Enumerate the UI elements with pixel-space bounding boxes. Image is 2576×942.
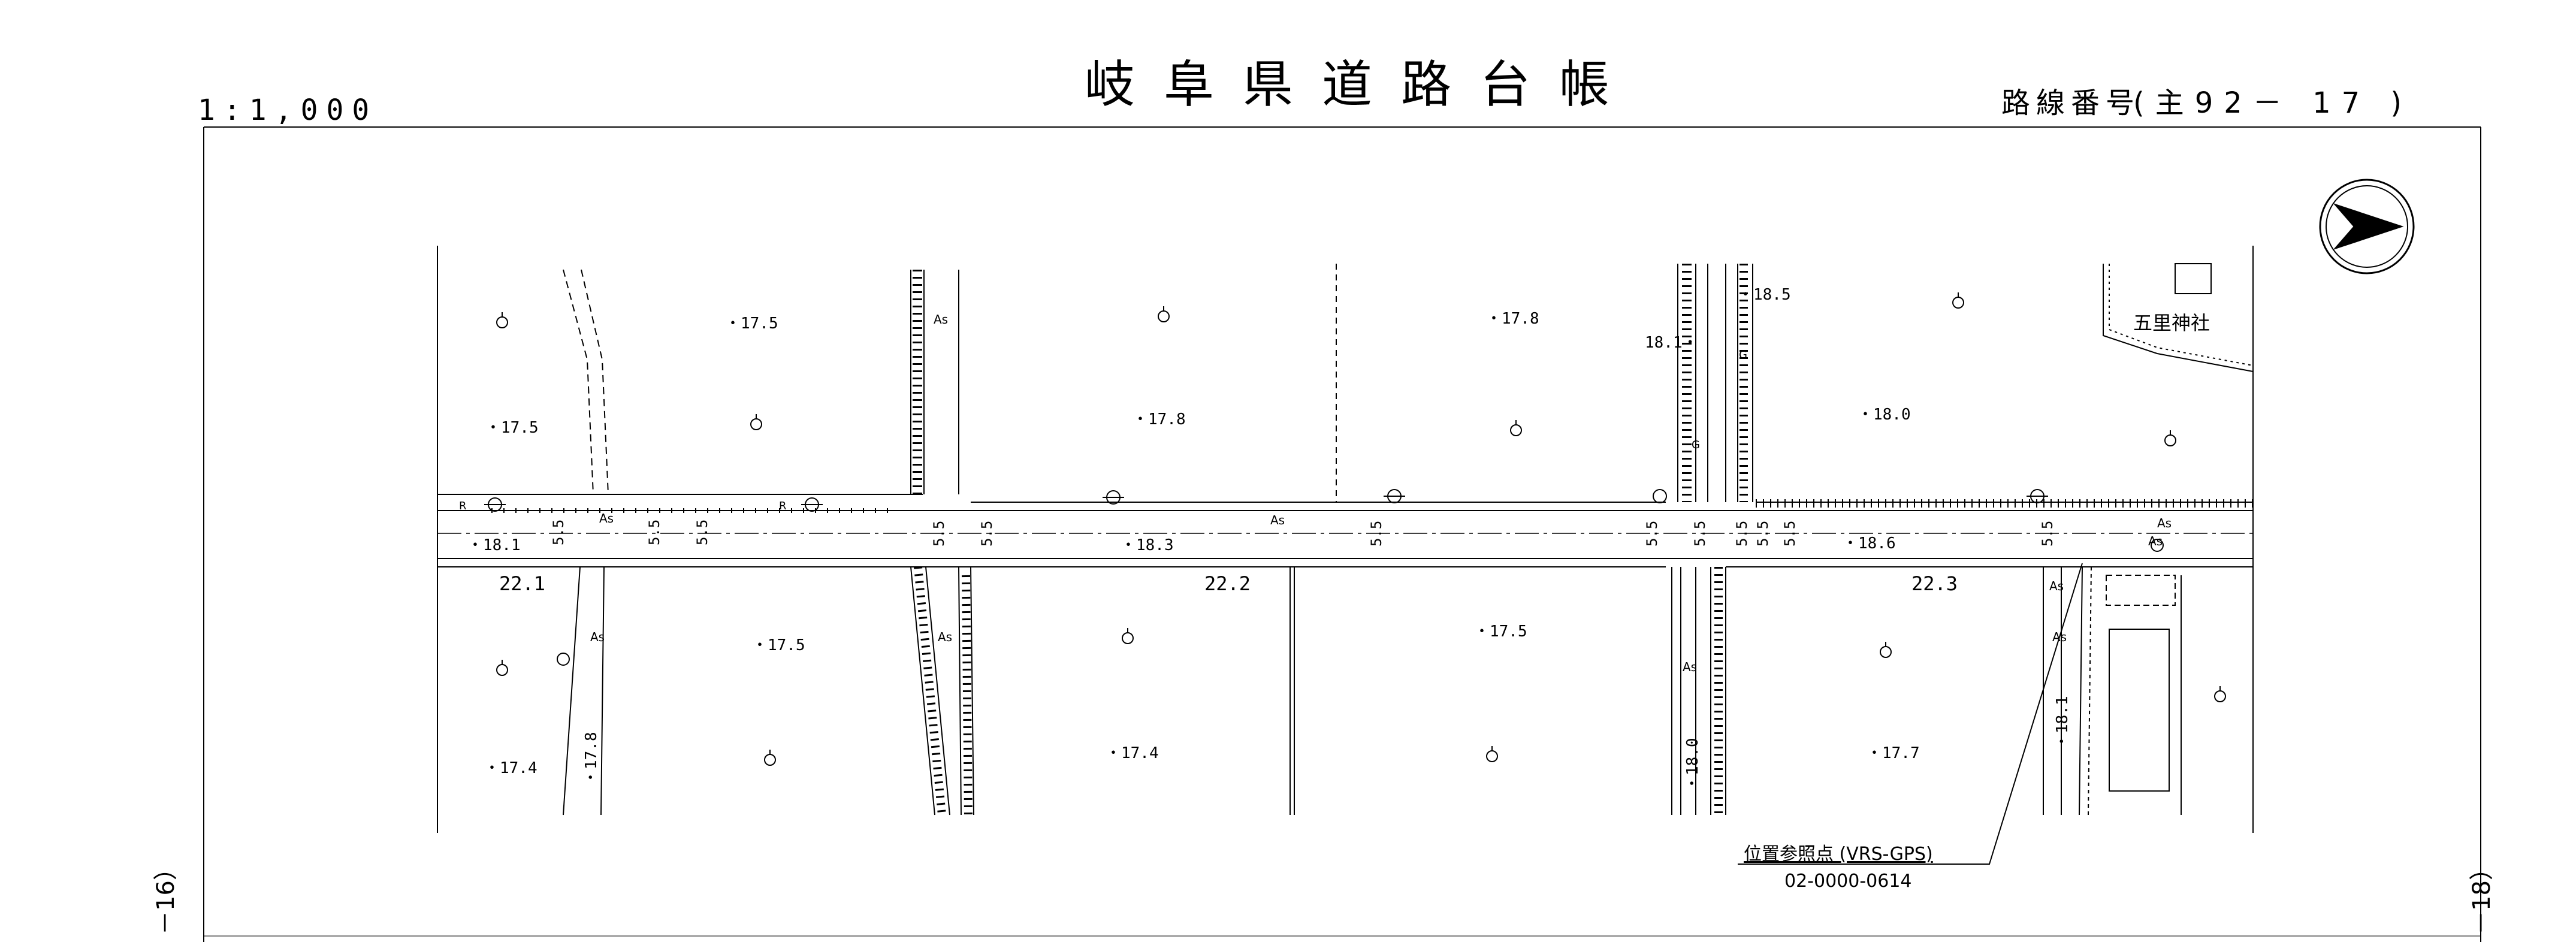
page-title: 岐阜県道路台帳 — [1085, 55, 1638, 114]
misc-label: G — [1739, 349, 1747, 361]
elevation-label: ・18.0 — [1858, 406, 1911, 424]
side-road-2 — [1671, 264, 1753, 815]
surface-label: As — [934, 312, 948, 327]
route-number: (主92－ 17 ) — [2133, 86, 2412, 120]
side-road-1 — [910, 270, 974, 816]
surface-label: As — [2157, 516, 2172, 530]
width-label: 5.5 — [1754, 521, 1771, 547]
route-label: 路線番号 — [2001, 86, 2140, 120]
elevation-label: ・18.5 — [1738, 286, 1791, 304]
width-labels: 5.5 5.5 5.5 5.5 5.5 5.5 5.5 5.5 5.5 5.5 … — [550, 520, 2056, 547]
width-label: 5.5 — [646, 520, 663, 545]
surface-label: As — [2052, 630, 2067, 644]
elevation-label: ・18.3 — [1121, 536, 1174, 554]
elevation-label: ・17.8 — [1486, 310, 1539, 328]
north-arrow-icon — [2319, 179, 2415, 274]
surface-labels: As As As As As As As As As As — [590, 312, 2172, 674]
elevation-label: ・17.5 — [725, 315, 778, 333]
elevation-label: ・17.5 — [1474, 623, 1527, 641]
elevation-label: ・18.1 — [2053, 696, 2071, 749]
scale-label: 1:1,000 — [198, 93, 378, 127]
elevation-label: 18.1・ — [1645, 334, 1698, 352]
width-label: 5.5 — [694, 520, 711, 545]
surface-label: As — [590, 630, 605, 644]
reference-point-code: 02-0000-0614 — [1784, 871, 1912, 892]
elevation-label: ・17.8 — [582, 732, 600, 785]
elevation-label: ・17.4 — [484, 759, 537, 777]
tree-symbols — [484, 292, 2226, 766]
elevation-label: ・18.0 — [1684, 738, 1702, 791]
width-label: 5.5 — [1368, 521, 1385, 547]
surface-label: As — [2049, 579, 2064, 593]
surface-label: As — [2148, 534, 2163, 548]
surface-label: As — [599, 511, 614, 526]
width-label: 5.5 — [931, 521, 947, 547]
elevation-labels: ・17.5 ・17.5 ・17.8 ・17.8 ・18.5 18.1・ ・18.… — [467, 286, 1920, 777]
station-label-22-2: 22.2 — [1204, 572, 1251, 595]
misc-label: G — [1692, 439, 1700, 451]
surface-label: As — [1270, 513, 1285, 527]
shrine-label: 五里神社 — [2133, 312, 2210, 334]
surface-label: As — [938, 630, 952, 644]
width-label: 5.5 — [2039, 521, 2056, 547]
width-label: 5.5 — [979, 521, 995, 547]
right-sheet-ref: －18） — [2468, 856, 2496, 935]
misc-label: R — [779, 500, 787, 512]
sheet-frame — [203, 126, 2481, 942]
map-drawing — [437, 246, 2254, 865]
width-label: 5.5 — [1781, 521, 1798, 547]
width-label: 5.5 — [1644, 521, 1660, 547]
width-label: 5.5 — [550, 520, 567, 545]
elevation-label: ・18.1 — [467, 536, 521, 554]
station-label-22-3: 22.3 — [1911, 572, 1958, 595]
elevation-label: ・17.8 — [1133, 410, 1186, 428]
width-label: 5.5 — [1692, 521, 1708, 547]
station-label-22-1: 22.1 — [499, 572, 545, 595]
reference-point-label: 位置参照点 (VRS-GPS) — [1744, 844, 1933, 865]
elevation-label: ・17.7 — [1867, 744, 1920, 762]
misc-labels: R R G G — [459, 349, 1747, 512]
left-sheet-ref: －16） — [152, 856, 180, 935]
surface-label: As — [1683, 660, 1697, 674]
width-label: 5.5 — [1734, 521, 1750, 547]
main-road — [437, 494, 2253, 567]
elevation-label: ・17.4 — [1106, 744, 1159, 762]
misc-label: R — [459, 500, 467, 512]
elevation-label: ・18.6 — [1843, 535, 1896, 552]
elevation-label: ・17.5 — [485, 419, 539, 437]
elevation-label: ・17.5 — [752, 636, 805, 654]
